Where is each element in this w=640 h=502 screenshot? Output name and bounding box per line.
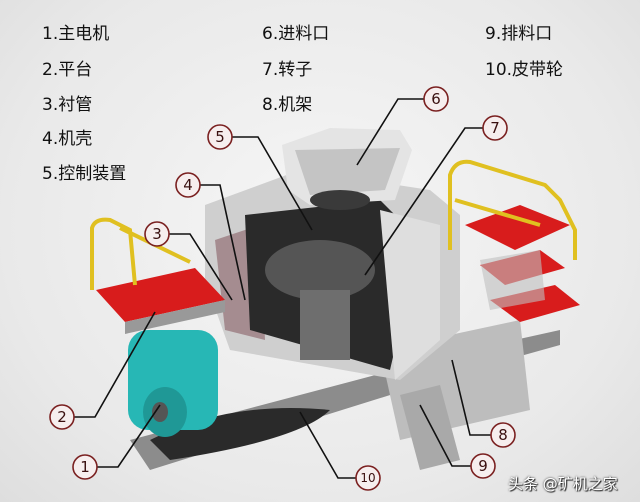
legend-item-6: 6.进料口 bbox=[262, 24, 330, 44]
svg-text:5: 5 bbox=[215, 128, 225, 146]
belt-pulley bbox=[150, 408, 330, 460]
svg-text:10: 10 bbox=[360, 471, 375, 485]
callout-9: 9 bbox=[470, 453, 496, 479]
callout-4: 4 bbox=[175, 172, 201, 198]
legend-item-5: 5.控制装置 bbox=[42, 164, 127, 184]
legend-item-1: 1.主电机 bbox=[42, 24, 110, 44]
legend-item-2: 2.平台 bbox=[42, 60, 93, 80]
svg-text:4: 4 bbox=[183, 176, 193, 194]
callout-10: 10 bbox=[355, 465, 381, 491]
legend-item-10: 10.皮带轮 bbox=[485, 60, 564, 80]
right-platform bbox=[465, 205, 570, 250]
callout-5: 5 bbox=[207, 124, 233, 150]
callout-leaders bbox=[74, 98, 491, 479]
legend-item-8: 8.机架 bbox=[262, 95, 313, 115]
svg-text:9: 9 bbox=[478, 457, 488, 475]
callout-7: 7 bbox=[482, 115, 508, 141]
left-platform bbox=[96, 268, 225, 322]
svg-text:1: 1 bbox=[80, 458, 90, 476]
svg-text:7: 7 bbox=[490, 119, 500, 137]
callout-3: 3 bbox=[144, 221, 170, 247]
legend-item-4: 4.机壳 bbox=[42, 129, 93, 149]
legend-item-3: 3.衬管 bbox=[42, 95, 93, 115]
rotor bbox=[300, 290, 350, 360]
legend-item-7: 7.转子 bbox=[262, 60, 313, 80]
svg-text:3: 3 bbox=[152, 225, 162, 243]
callout-6: 6 bbox=[423, 86, 449, 112]
svg-text:8: 8 bbox=[498, 426, 508, 444]
callout-2: 2 bbox=[49, 404, 75, 430]
legend-item-9: 9.排料口 bbox=[485, 24, 553, 44]
machine-illustration bbox=[90, 128, 580, 470]
svg-text:6: 6 bbox=[431, 90, 441, 108]
svg-text:2: 2 bbox=[57, 408, 67, 426]
right-rail bbox=[448, 159, 577, 260]
callout-8: 8 bbox=[490, 422, 516, 448]
callout-1: 1 bbox=[72, 454, 98, 480]
watermark: 头条 @矿机之家 bbox=[508, 475, 618, 493]
